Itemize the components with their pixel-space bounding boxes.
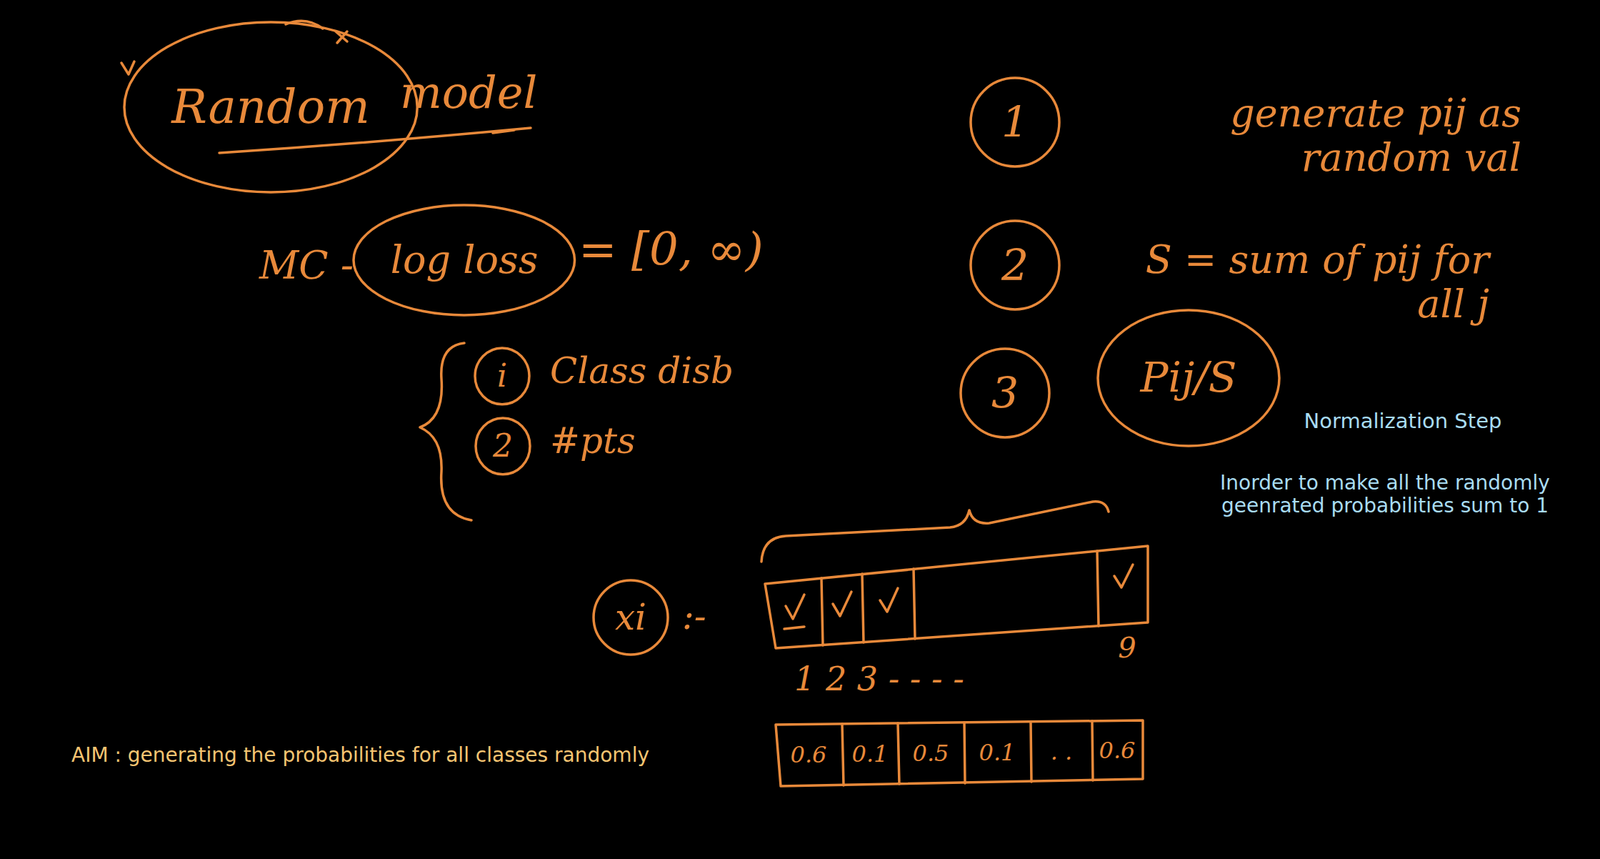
check-mark bbox=[832, 591, 852, 616]
step-text: S = sum of pij for all j bbox=[1103, 237, 1490, 327]
symbol-text: :- bbox=[682, 596, 707, 638]
circled-variable: xi bbox=[592, 578, 670, 656]
metric-prefix: MC - bbox=[259, 243, 354, 288]
table-cell: 0.1 bbox=[979, 739, 1016, 766]
table-cell: 0.6 bbox=[790, 741, 828, 768]
handwritten-text: 2 bbox=[492, 428, 513, 463]
underline bbox=[784, 626, 805, 629]
table-cell: 0.1 bbox=[852, 740, 889, 768]
circled-number: 2 bbox=[474, 416, 532, 476]
handwritten-text: Pij/S bbox=[1140, 355, 1238, 401]
handwritten-text: xi bbox=[615, 597, 647, 638]
check-mark bbox=[785, 594, 805, 619]
array-dividers bbox=[842, 720, 1093, 785]
stroke bbox=[492, 130, 515, 133]
handwritten-text: i bbox=[497, 358, 508, 393]
array-outline bbox=[765, 545, 1148, 648]
curly-brace bbox=[420, 342, 472, 520]
handwritten-text: 2 bbox=[1001, 241, 1029, 289]
index-label: 9 bbox=[1117, 630, 1136, 664]
tick-mark bbox=[121, 61, 135, 75]
circled-term: log loss bbox=[352, 203, 577, 317]
list-item: Class disb bbox=[550, 350, 734, 393]
step-number: 3 bbox=[959, 347, 1051, 439]
circled-number: i bbox=[473, 346, 531, 406]
circled-formula: Pij/S bbox=[1096, 308, 1281, 448]
index-labels: 1 2 3 - - - - bbox=[794, 660, 965, 698]
circled-title: Random bbox=[122, 20, 419, 194]
check-mark bbox=[1114, 564, 1133, 588]
note-text: Inorder to make all the randomly geenrat… bbox=[1206, 471, 1564, 518]
table-cell: 0.5 bbox=[912, 740, 950, 767]
table-cell: 0.6 bbox=[1099, 737, 1136, 764]
handwritten-text: log loss bbox=[390, 238, 539, 281]
note-heading: Normalization Step bbox=[1304, 409, 1503, 433]
array-dividers bbox=[821, 550, 1099, 645]
handwritten-text: Random bbox=[171, 81, 370, 134]
handwritten-text: 3 bbox=[991, 369, 1019, 417]
title-word: model bbox=[400, 67, 538, 118]
curly-brace bbox=[761, 501, 1109, 562]
step-text: generate pij as random val bbox=[1092, 91, 1522, 180]
range-text: = [0, ∞) bbox=[578, 223, 764, 277]
table-cell: . . bbox=[1050, 738, 1073, 765]
list-item: #pts bbox=[550, 420, 636, 463]
aim-note: AIM : generating the probabilities for a… bbox=[71, 743, 650, 767]
array-outline bbox=[775, 720, 1143, 786]
handwritten-text: 1 bbox=[1001, 98, 1029, 146]
step-number: 2 bbox=[969, 219, 1061, 311]
step-number: 1 bbox=[969, 76, 1061, 168]
check-mark bbox=[880, 587, 898, 612]
